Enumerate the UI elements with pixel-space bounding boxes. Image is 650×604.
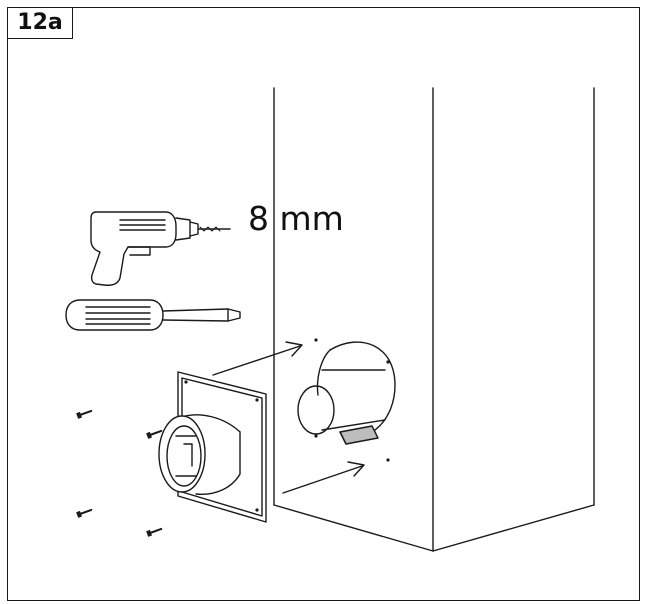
step-number-label: 12a	[7, 7, 73, 39]
mounting-arrow-lower	[282, 461, 365, 494]
power-drill-icon	[90, 211, 231, 286]
wall-cabinet	[273, 87, 595, 552]
screwdriver-icon	[65, 299, 241, 331]
screw-icon	[76, 409, 163, 537]
diagram-frame	[7, 7, 640, 601]
drill-bit-size-label: 8 mm	[248, 199, 344, 238]
duct-mounting-plate	[158, 371, 267, 523]
mounting-arrow-upper	[212, 341, 303, 376]
wall-duct-opening	[297, 338, 396, 462]
